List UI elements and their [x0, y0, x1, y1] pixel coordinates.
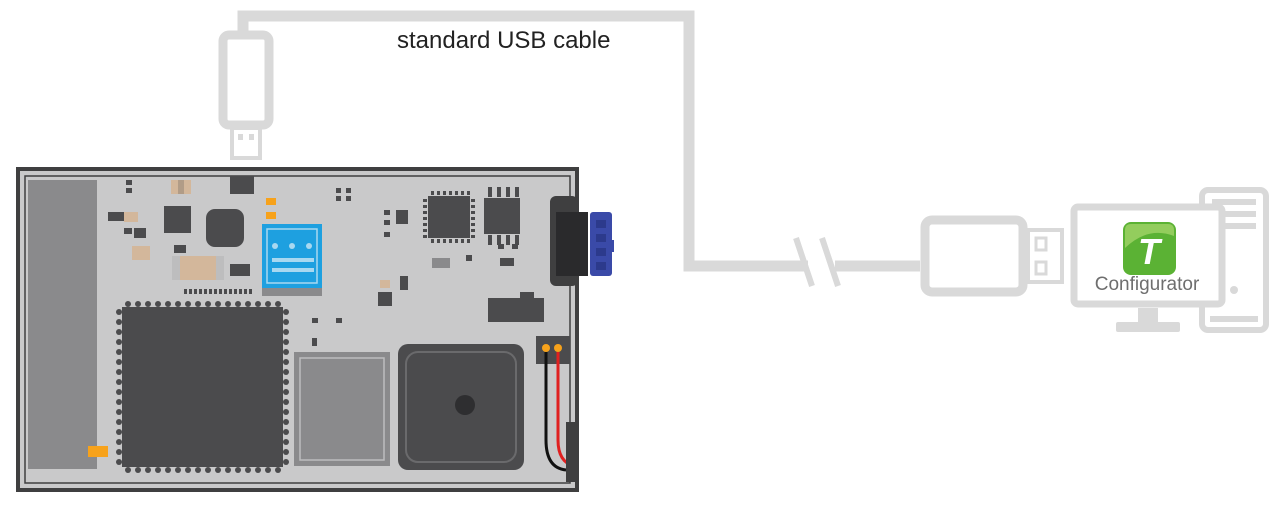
configurator-app-icon: T: [1123, 222, 1176, 275]
pcb-board-icon: [16, 167, 614, 492]
cable-break-marks: [793, 237, 841, 287]
configurator-label: Configurator: [1095, 274, 1200, 295]
cable-label: standard USB cable: [397, 27, 610, 54]
configurator-app-icon-letter: T: [1138, 231, 1163, 272]
gsm-module-chip: [116, 301, 289, 473]
mcu-chip: [423, 191, 475, 243]
sim-holder: [262, 224, 322, 296]
slide-switch: [488, 298, 544, 322]
gps-antenna: [398, 344, 524, 470]
flash-chip: [484, 187, 520, 245]
usb-plug-icon: [920, 215, 1064, 297]
battery-connector: [536, 336, 576, 482]
usb-cable: [237, 10, 920, 272]
antenna-strip: [28, 180, 97, 469]
board-usb-connector: [550, 196, 614, 286]
usb-plug-icon: [218, 30, 274, 160]
